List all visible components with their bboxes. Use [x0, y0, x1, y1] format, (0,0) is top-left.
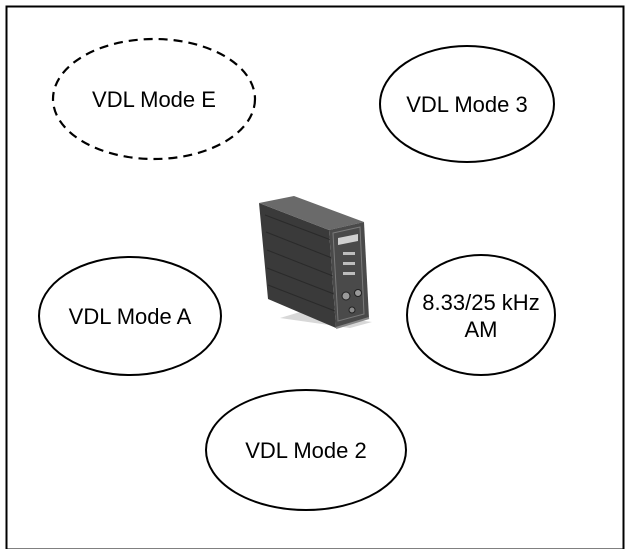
unit-mount-flange	[335, 317, 370, 329]
unit-indicator-3	[343, 272, 355, 275]
node-am-8-33-25-label-line1: 8.33/25 kHz	[422, 290, 539, 315]
unit-label-strip	[338, 234, 358, 245]
node-vdl-mode-e-label: VDL Mode E	[92, 87, 216, 112]
node-vdl-mode-a: VDL Mode A	[38, 256, 222, 376]
node-vdl-mode-3-outline	[379, 45, 555, 163]
node-vdl-mode-a-label: VDL Mode A	[69, 304, 192, 329]
unit-indicator-1	[343, 252, 355, 255]
node-vdl-mode-e: VDL Mode E	[51, 37, 257, 161]
unit-connector-3	[348, 306, 356, 314]
node-am-8-33-25-label-line2: AM	[465, 317, 498, 342]
radio-transceiver-unit-image	[259, 196, 372, 329]
node-vdl-mode-3: VDL Mode 3	[379, 45, 555, 163]
unit-connector-1	[341, 291, 351, 301]
unit-front-bezel	[332, 226, 365, 322]
node-vdl-mode-2-outline	[205, 389, 407, 511]
node-vdl-mode-e-outline	[51, 37, 257, 161]
node-vdl-mode-3-label: VDL Mode 3	[406, 92, 527, 117]
node-vdl-mode-2-label: VDL Mode 2	[245, 438, 366, 463]
unit-indicator-2	[343, 262, 355, 265]
node-vdl-mode-a-outline	[38, 256, 222, 376]
node-am-8-33-25-outline	[406, 254, 556, 376]
node-am-8-33-25: 8.33/25 kHz AM	[406, 254, 556, 376]
node-vdl-mode-2: VDL Mode 2	[205, 389, 407, 511]
unit-top-edge	[259, 196, 364, 230]
unit-side-texture	[264, 214, 336, 312]
unit-connector-2	[354, 289, 362, 297]
